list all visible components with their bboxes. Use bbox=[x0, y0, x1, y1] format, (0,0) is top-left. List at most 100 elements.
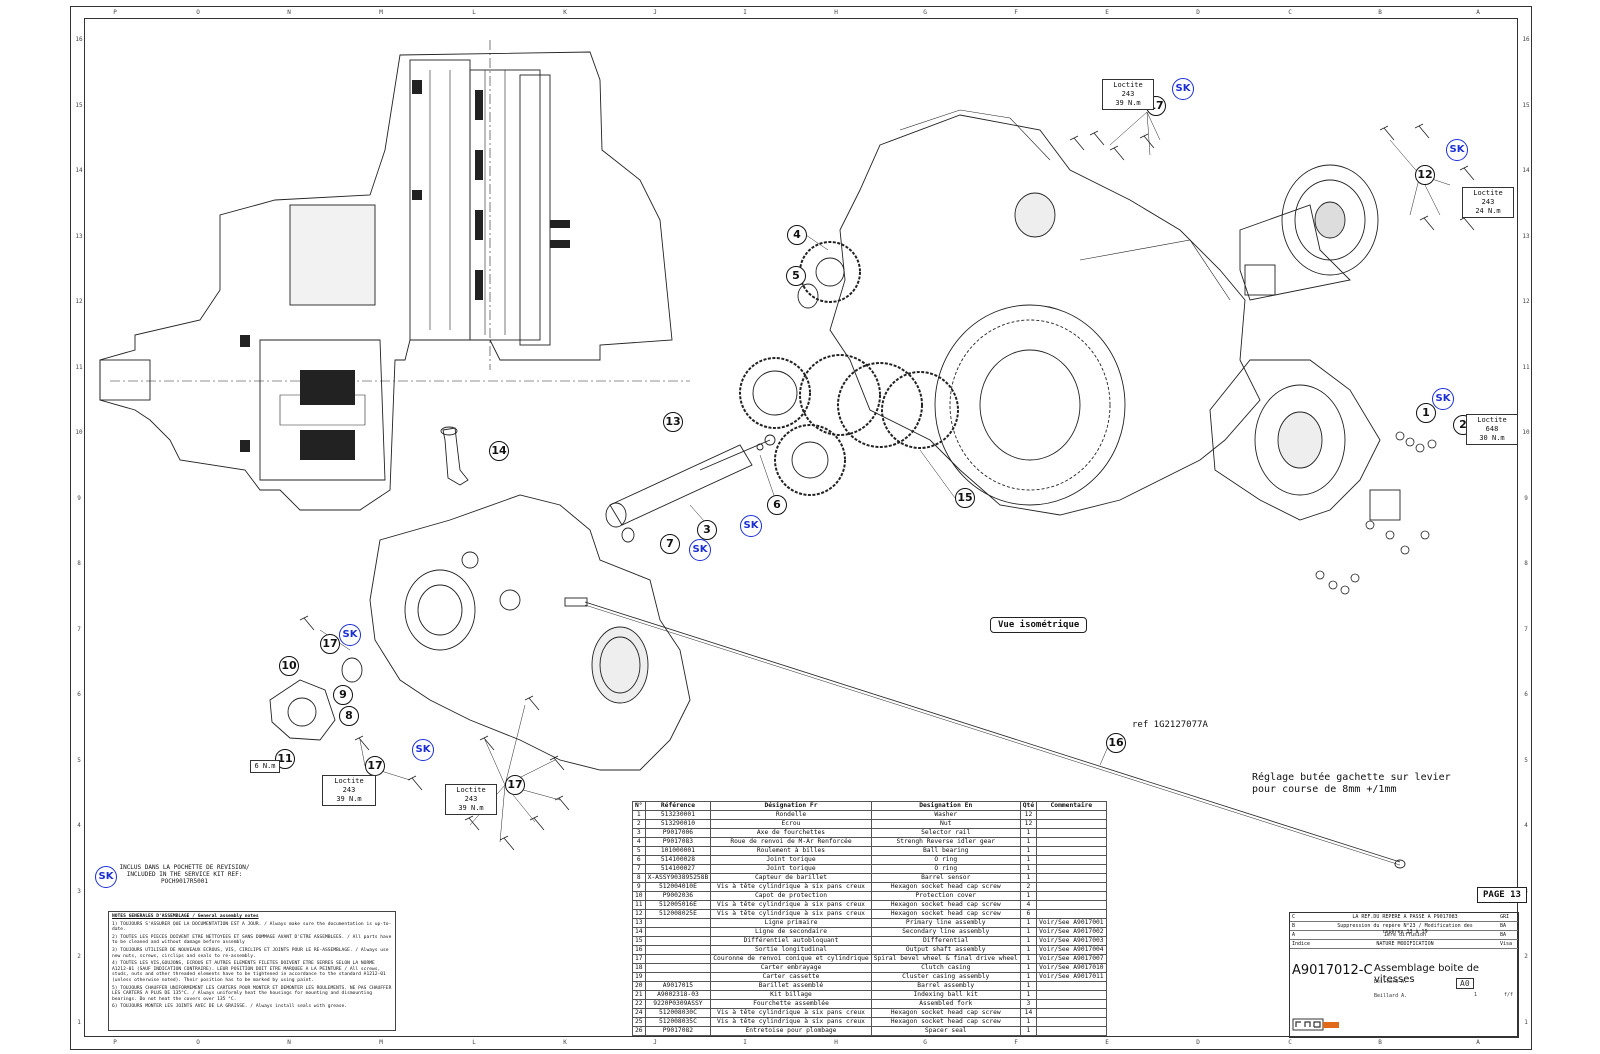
parts-table-cell: 512004010E bbox=[644, 882, 712, 892]
parts-table-cell: Hexagon socket head cap screw bbox=[870, 882, 1021, 892]
adjustment-note-line: Réglage butée gachette sur levier bbox=[1252, 772, 1451, 783]
torque-box-loctite243-39-left: Loctite 243 39 N.m bbox=[322, 775, 376, 806]
revision-text: LA REF.DU REPERE A PASSE A P9017083 bbox=[1352, 914, 1458, 920]
parts-table-cell: 15 bbox=[632, 936, 646, 946]
parts-table-cell: 1 bbox=[1019, 828, 1038, 838]
callout-7: 7 bbox=[660, 534, 680, 554]
parts-table-cell: 1 bbox=[1019, 1017, 1038, 1027]
parts-table-cell: 512005016E bbox=[644, 900, 712, 910]
parts-table-cell: Roulement à billes bbox=[710, 846, 872, 856]
gear-cluster bbox=[739, 241, 959, 496]
parts-table-cell bbox=[644, 963, 712, 973]
torque-box-loctite243-39-top: Loctite 243 39 N.m bbox=[1102, 79, 1154, 110]
gearbox-section-view bbox=[99, 40, 690, 511]
parts-table-cell: 1 bbox=[1019, 918, 1038, 928]
parts-table-cell: 3 bbox=[1019, 999, 1038, 1009]
row-reference: 11 bbox=[1522, 363, 1530, 371]
isometric-view-label: Vue isométrique bbox=[990, 617, 1088, 633]
parts-table-cell: P9017006 bbox=[644, 828, 712, 838]
service-kit-ref: POCH9017R5001 bbox=[161, 878, 208, 885]
row-reference: 14 bbox=[75, 167, 83, 174]
callout-9: 9 bbox=[333, 685, 353, 705]
service-kit-badge: SK bbox=[1432, 388, 1454, 410]
parts-table-cell: Barrel sensor bbox=[870, 873, 1021, 883]
parts-table-cell: 1 bbox=[1019, 954, 1038, 964]
assembly-note: 4) TOUTES LES VIS,GOUJONS, ECROUS ET AUT… bbox=[112, 961, 386, 983]
parts-table-cell: 22 bbox=[632, 999, 646, 1009]
parts-column-header: Commentaire bbox=[1036, 801, 1107, 811]
parts-table-cell: Fourchette assemblée bbox=[710, 999, 872, 1009]
callout-15: 15 bbox=[955, 488, 975, 508]
row-reference: 13 bbox=[1522, 232, 1530, 240]
revision-visa: GRI bbox=[1500, 914, 1510, 920]
assembly-note: 6) TOUJOURS MONTER LES JOINTS AVEC DE LA… bbox=[112, 1004, 348, 1010]
parts-table-cell: Strengh Reverse idler gear bbox=[870, 837, 1021, 847]
row-reference: 14 bbox=[1522, 167, 1530, 174]
parts-table-cell: Hexagon socket head cap screw bbox=[870, 909, 1021, 919]
column-reference: H bbox=[834, 9, 838, 16]
parts-table-cell: Secondary line assembly bbox=[870, 927, 1021, 937]
parts-table-cell: Voir/See A9017003 bbox=[1036, 936, 1107, 946]
column-reference: N bbox=[287, 1039, 291, 1046]
parts-table-cell: 5 bbox=[632, 846, 646, 856]
inner-frame bbox=[84, 18, 1518, 1037]
parts-table-cell: 1 bbox=[1019, 981, 1038, 991]
parts-table-cell: 9 bbox=[632, 882, 646, 892]
service-kit-note-text: INCLUS DANS LA POCHETTE DE REVISION/ INC… bbox=[117, 864, 252, 885]
company-logo-icon bbox=[1292, 1018, 1339, 1031]
parts-table-cell: 2 bbox=[1019, 882, 1038, 892]
column-reference: G bbox=[923, 9, 927, 16]
row-reference: 10 bbox=[75, 429, 83, 436]
parts-table-cell bbox=[1036, 846, 1107, 856]
row-reference: 7 bbox=[77, 625, 81, 633]
torque-box-loctite648-30: Loctite 648 30 N.m bbox=[1466, 414, 1518, 445]
assembly-note: 5) TOUJOURS CHAUFFER UNIFORMEMENT LES CA… bbox=[112, 985, 392, 1002]
parts-table-cell: 513230001 bbox=[644, 810, 712, 820]
parts-table-cell: Ball bearing bbox=[870, 846, 1021, 856]
checked-by: Beillard A. bbox=[1374, 993, 1408, 999]
row-reference: 4 bbox=[77, 822, 81, 829]
service-kit-badge: SK bbox=[740, 515, 762, 537]
parts-table-cell bbox=[1036, 909, 1107, 919]
assembly-notes: NOTES GENERALES D'ASSEMBLAGE / General a… bbox=[108, 911, 396, 1031]
callout-17: 17 bbox=[505, 775, 525, 795]
row-reference: 12 bbox=[1522, 298, 1530, 305]
parts-table-cell: 512008030C bbox=[644, 1008, 712, 1018]
parts-table-cell: Hexagon socket head cap screw bbox=[870, 1017, 1021, 1027]
parts-table-cell: Kit billage bbox=[710, 990, 872, 1000]
revision-index: Indice bbox=[1292, 941, 1311, 947]
parts-table-cell bbox=[1036, 900, 1107, 910]
protection-cover bbox=[269, 657, 363, 741]
parts-table-cell bbox=[1036, 891, 1107, 901]
assembly-note: 3) TOUJOURS UTILISER DE NOUVEAUX ECROUS,… bbox=[112, 947, 389, 959]
parts-table-cell: O ring bbox=[870, 855, 1021, 865]
row-reference: 1 bbox=[77, 1018, 81, 1026]
sheet-format: A0 bbox=[1456, 978, 1474, 989]
selector-rail bbox=[605, 434, 776, 543]
revision-visa: BA bbox=[1500, 923, 1507, 929]
callout-6: 6 bbox=[767, 495, 787, 515]
parts-table-cell: 3 bbox=[632, 828, 646, 838]
parts-table-cell: Nut bbox=[870, 819, 1021, 829]
parts-table-cell: 4 bbox=[632, 837, 646, 847]
parts-table-cell: 1 bbox=[1019, 837, 1038, 847]
row-reference: 13 bbox=[75, 232, 83, 240]
parts-table-cell: 12 bbox=[1019, 810, 1038, 820]
parts-table-cell: Vis à tête cylindrique à six pans creux bbox=[710, 900, 872, 910]
row-reference: 2 bbox=[1524, 953, 1528, 960]
parts-table-cell: O ring bbox=[870, 864, 1021, 874]
parts-table-cell bbox=[1036, 999, 1107, 1009]
barrel-sensor bbox=[440, 426, 469, 486]
parts-table-cell: Voir/See A9017011 bbox=[1036, 972, 1107, 982]
parts-table-cell: 1 bbox=[1019, 864, 1038, 874]
parts-table-cell: Entretoise pour plombage bbox=[710, 1026, 872, 1036]
parts-table-cell: Capot de protection bbox=[710, 891, 872, 901]
column-reference: H bbox=[834, 1039, 838, 1046]
torque-value: 39 N.m bbox=[1115, 99, 1141, 107]
